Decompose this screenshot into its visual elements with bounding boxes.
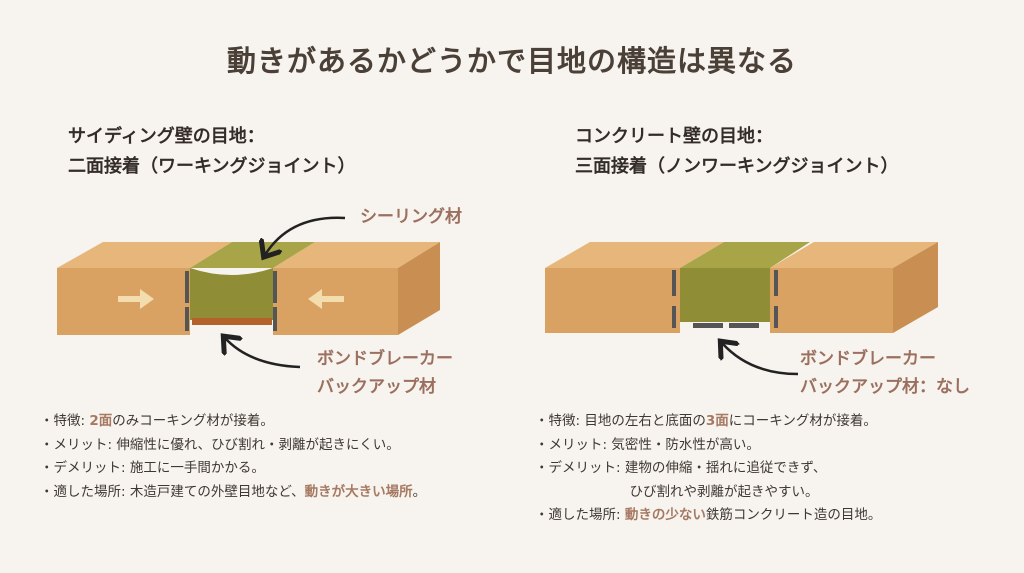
bullet-text: ・特徴: 目地の左右と底面の [535, 413, 706, 429]
bullet-text: 鉄筋コンクリート造の目地。 [705, 507, 882, 523]
bullet-text: ・適した場所: [535, 507, 625, 523]
bullet-text: ・適した場所: 木造戸建ての外壁目地など、 [40, 483, 305, 500]
left-heading: サイディング壁の目地： 二面接着（ワーキングジョイント） [68, 122, 355, 182]
right-heading-line1: コンクリート壁の目地： [575, 126, 773, 147]
bullet-item: ひび割れや剥離が起きやすい。 [535, 483, 819, 500]
bullet-item: ・適した場所: 動きの少ない鉄筋コンクリート造の目地。 [535, 504, 881, 528]
left-bullets: ・特徴: 2面のみコーキング材が接着。 ・メリット: 伸縮性に優れ、ひび割れ・剥… [40, 410, 426, 504]
label-line: ボンドブレーカー [317, 349, 453, 369]
bond-breaker [693, 323, 723, 328]
bullet-highlight: 動きが大きい場所 [304, 483, 413, 500]
bullet-item: ・特徴: 目地の左右と底面の3面にコーキング材が接着。 [535, 410, 881, 434]
sealant-pointer-arrow [265, 216, 346, 255]
arrow-right-icon [118, 289, 154, 309]
right-heading: コンクリート壁の目地： 三面接着（ノンワーキングジョイント） [575, 122, 898, 182]
bullet-highlight: 3面 [705, 413, 729, 429]
label-line: バックアップ材：なし [800, 377, 970, 397]
left-label-backup: ボンドブレーカー バックアップ材 [317, 345, 453, 401]
bullet-item: ・特徴: 2面のみコーキング材が接着。 [40, 410, 426, 434]
bullet-item: ・メリット: 気密性・防水性が高い。 [535, 436, 760, 453]
right-bullets: ・特徴: 目地の左右と底面の3面にコーキング材が接着。 ・メリット: 気密性・防… [535, 410, 881, 528]
bullet-highlight: 動きの少ない [624, 507, 706, 523]
bullet-item: ・適した場所: 木造戸建ての外壁目地など、動きが大きい場所。 [40, 481, 426, 505]
bond-line [185, 271, 189, 303]
bullet-text: のみコーキング材が接着。 [112, 413, 274, 429]
backup-material [192, 318, 272, 325]
backup-pointer-arrow [225, 338, 301, 369]
left-heading-line2: 二面接着（ワーキングジョイント） [68, 156, 356, 177]
bullet-item: ・メリット: 伸縮性に優れ、ひび割れ・剥離が起きにくい。 [40, 436, 400, 453]
left-heading-line1: サイディング壁の目地： [68, 126, 265, 147]
sealant-top [190, 242, 315, 268]
right-label-backup: ボンドブレーカー バックアップ材：なし [800, 345, 970, 401]
right-heading-line2: 三面接着（ノンワーキングジョイント） [575, 156, 899, 177]
right-joint-diagram [545, 242, 938, 376]
bullet-text: ・特徴: [40, 413, 90, 429]
label-line: バックアップ材 [317, 377, 436, 397]
sealant-front [190, 268, 273, 320]
left-joint-diagram [57, 216, 440, 369]
bullet-text: 。 [412, 483, 427, 500]
arrow-left-icon [308, 289, 344, 309]
bullet-item: ・デメリット: 建物の伸縮・揺れに追従できず、 [535, 460, 827, 476]
page-title: 動きがあるかどうかで目地の構造は異なる [226, 44, 797, 78]
label-line: ボンドブレーカー [800, 349, 936, 369]
bullet-text: にコーキング材が接着。 [728, 413, 877, 429]
bullet-item: ・デメリット: 施工に一手間かかる。 [40, 460, 265, 476]
label-sealant: シーリング材 [360, 207, 462, 227]
bullet-highlight: 2面 [89, 413, 113, 429]
